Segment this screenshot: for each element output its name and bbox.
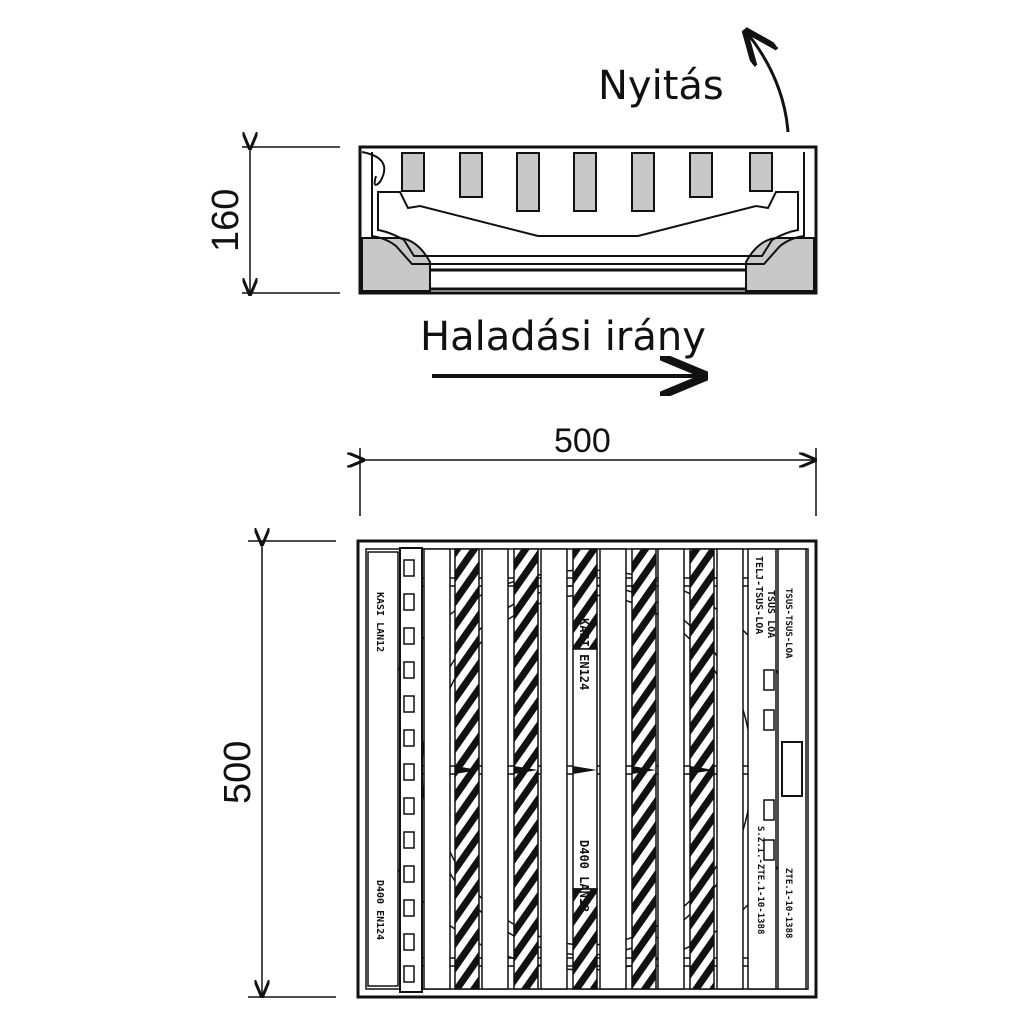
height-value: 160 bbox=[205, 189, 247, 252]
marking-right-b: TSUS LOA bbox=[765, 590, 776, 638]
marking-left-top: KASI LAN12 bbox=[374, 592, 385, 652]
marking-right-d: S.Z.I.-ZTE.1-10-1388 bbox=[755, 826, 765, 934]
plan-height-dimension bbox=[248, 541, 336, 997]
width-dimension bbox=[360, 448, 816, 516]
width-value: 500 bbox=[554, 422, 611, 460]
plan-height-value: 500 bbox=[217, 741, 259, 804]
hatched-bars bbox=[454, 548, 715, 990]
height-dimension bbox=[242, 147, 340, 293]
marking-center-top: KASI EN124 bbox=[577, 618, 591, 690]
right-lock-strip bbox=[747, 548, 807, 990]
marking-right-c: TSUS-TSUS-LOA bbox=[783, 588, 793, 659]
left-hinge-strip bbox=[367, 547, 423, 993]
marking-right-a: TELJ-TSUS-LOA bbox=[753, 556, 764, 634]
marking-right-e: ZTE.1-10-1388 bbox=[783, 868, 793, 938]
marking-center-bottom: D400 LAN12 bbox=[577, 840, 591, 912]
plain-bars bbox=[423, 548, 744, 990]
marking-left-bottom: D400 EN124 bbox=[374, 880, 385, 940]
section-view bbox=[358, 145, 818, 295]
opening-arrow bbox=[748, 34, 790, 133]
plan-view bbox=[356, 539, 818, 999]
direction-label: Haladási irány bbox=[420, 314, 706, 360]
opening-label: Nyitás bbox=[598, 63, 724, 109]
section-bars bbox=[401, 152, 773, 212]
